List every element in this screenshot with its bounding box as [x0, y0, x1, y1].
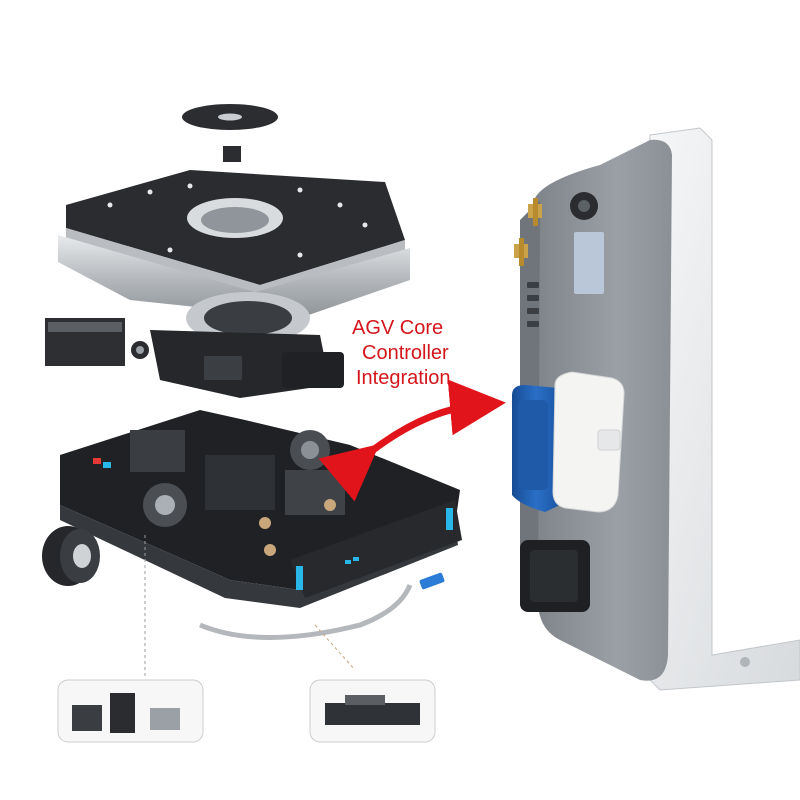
charging-rail [199, 583, 413, 640]
callout-line-3: Integration [356, 367, 451, 389]
callout-text: AGV Core Controller Integration [352, 316, 492, 391]
front-led-strip [296, 566, 303, 590]
small-block [223, 146, 241, 162]
product-label [574, 232, 604, 294]
antenna-connector [528, 198, 542, 226]
black-connector [520, 540, 590, 612]
drive-chassis [60, 410, 462, 608]
status-leds [527, 282, 539, 327]
callout-line-2: Controller [362, 342, 449, 364]
thumbnail-chassis [309, 679, 436, 743]
red-double-arrow [318, 379, 506, 502]
thumbnail-motor-drives [57, 679, 204, 743]
exploded-agv-illustration [42, 104, 462, 743]
callout-line-1: AGV Core [352, 317, 444, 339]
caster-wheel [42, 526, 100, 586]
antenna-connector [514, 238, 528, 266]
white-connector [552, 371, 625, 513]
top-plate [66, 170, 405, 296]
lift-mechanism [45, 235, 410, 398]
agv-controller-unit [512, 127, 800, 691]
